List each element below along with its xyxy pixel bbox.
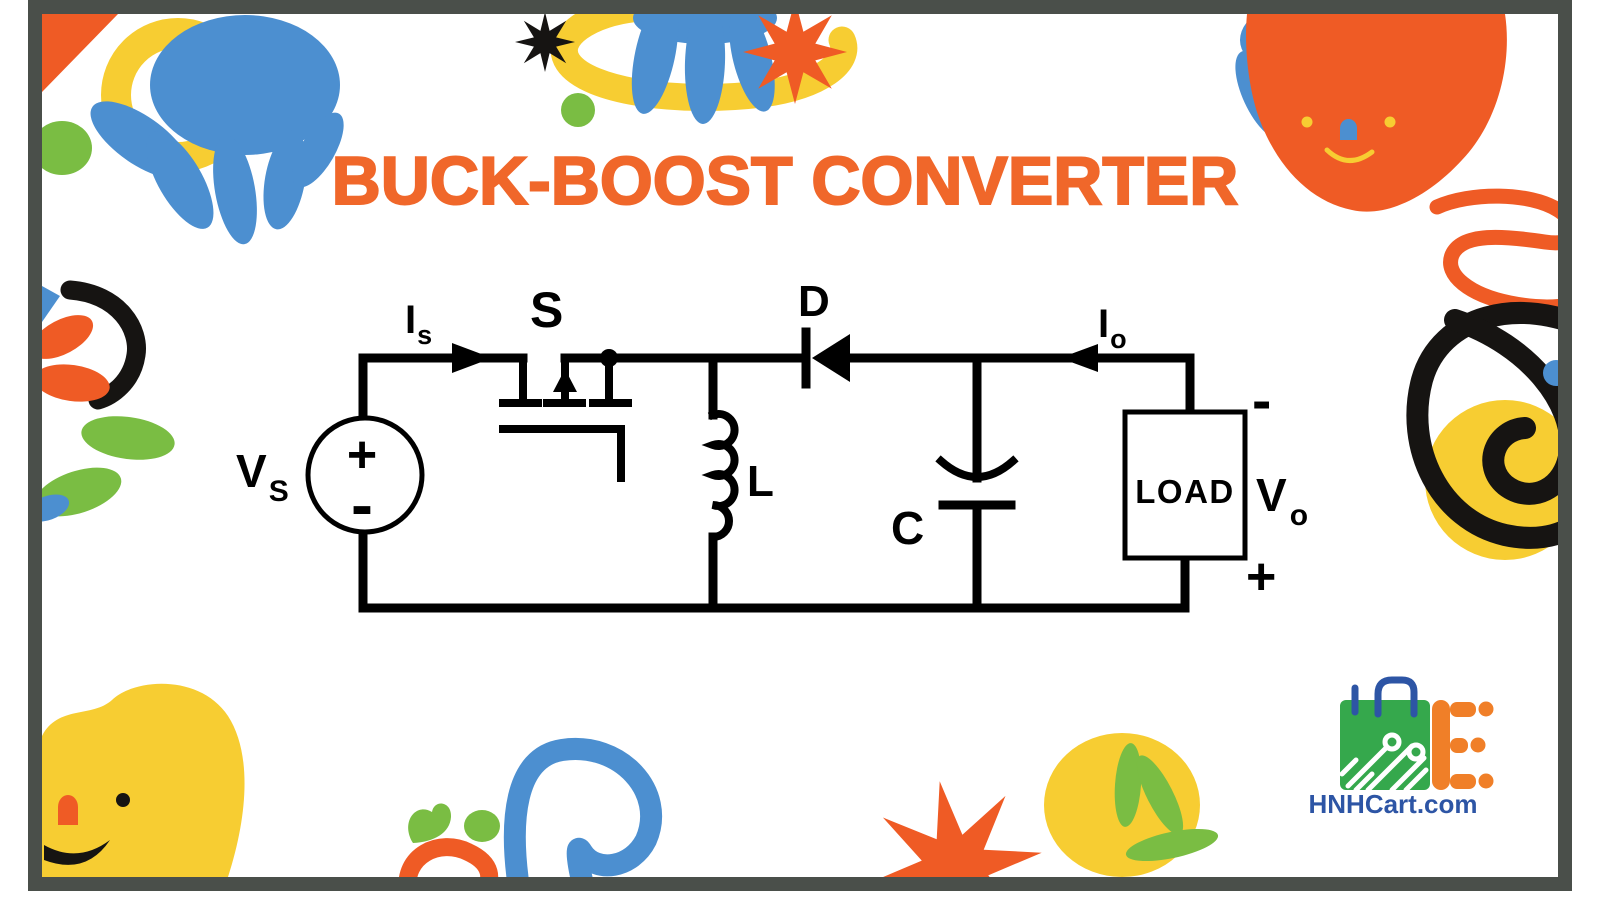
voltage-source-symbol bbox=[305, 415, 425, 535]
face-eye-right bbox=[1384, 116, 1396, 128]
switch-label: S bbox=[530, 282, 563, 338]
face-nose-orange bbox=[58, 795, 78, 825]
output-current-label: Io bbox=[1098, 302, 1127, 354]
capacitor-symbol bbox=[935, 353, 1019, 613]
black-star-shape bbox=[515, 14, 575, 72]
output-current-arrow bbox=[1060, 344, 1098, 372]
capacitor-label: C bbox=[891, 502, 924, 554]
green-dot-shape-left bbox=[42, 121, 92, 175]
mosfet-body-arrow bbox=[553, 369, 577, 392]
wire-diode-to-load bbox=[845, 353, 1195, 417]
green-leaves-shape-bottom-right bbox=[1114, 743, 1219, 862]
black-arc-shape-left bbox=[60, 280, 146, 410]
mosfet-switch-symbol bbox=[499, 349, 632, 482]
wire-bottom-return bbox=[358, 527, 1190, 613]
output-minus-sign: - bbox=[1252, 368, 1271, 433]
face-smile-black bbox=[44, 840, 110, 865]
green-heart-shape bbox=[408, 803, 452, 843]
wire-source-to-switch bbox=[358, 353, 528, 423]
source-voltage-label: VS bbox=[236, 445, 289, 508]
face-eye-dot bbox=[116, 793, 130, 807]
orange-petals-shape-left bbox=[42, 315, 110, 402]
logo-text: HNHCart.com bbox=[1308, 789, 1477, 819]
orange-starburst-shape-bottom bbox=[882, 781, 1042, 877]
page-title: BUCK-BOOST CONVERTER bbox=[331, 142, 1240, 220]
green-dot-shape-top bbox=[561, 93, 595, 127]
output-plus-sign: + bbox=[1246, 548, 1276, 606]
inductor-symbol bbox=[701, 353, 739, 613]
blue-leaf-shape-left bbox=[42, 494, 70, 522]
green-dot-shape-bottom bbox=[464, 810, 500, 842]
logo-bag-handles bbox=[1351, 676, 1418, 718]
source-plus-sign: + bbox=[347, 426, 377, 484]
orange-face-blob bbox=[1246, 14, 1507, 212]
blue-triangle-shape-left bbox=[42, 286, 60, 322]
input-current-arrow bbox=[452, 343, 492, 373]
yellow-face-blob bbox=[42, 683, 245, 877]
source-minus-sign: - bbox=[351, 467, 373, 541]
black-loop-shape-right bbox=[1406, 301, 1558, 549]
load-label: LOAD bbox=[1135, 473, 1235, 510]
junction-dot bbox=[600, 349, 618, 367]
orange-arc-shape-bottom bbox=[399, 838, 499, 877]
blue-strokes-shape-top-center bbox=[631, 14, 777, 124]
blue-loop-shape-bottom bbox=[503, 737, 662, 877]
mosfet-gate bbox=[499, 425, 625, 482]
orange-starburst-shape-top bbox=[743, 14, 847, 104]
diode-symbol bbox=[801, 327, 850, 389]
corner-triangle-shape bbox=[42, 14, 118, 92]
face-eye-left bbox=[1301, 116, 1313, 128]
hnhcart-logo: HNHCart.com bbox=[1308, 676, 1494, 819]
inductor-label: L bbox=[747, 457, 774, 506]
face-nose bbox=[1340, 119, 1357, 140]
face-smile bbox=[1324, 147, 1375, 163]
logo-e-shape bbox=[1432, 700, 1494, 790]
diode-label: D bbox=[798, 277, 830, 326]
blue-hand-shape-top-left bbox=[90, 15, 344, 245]
logo-circuit-traces bbox=[1339, 732, 1429, 793]
load-box bbox=[1122, 409, 1248, 561]
blue-dot-shape-right bbox=[1543, 360, 1558, 386]
input-current-label: Is bbox=[405, 298, 432, 350]
